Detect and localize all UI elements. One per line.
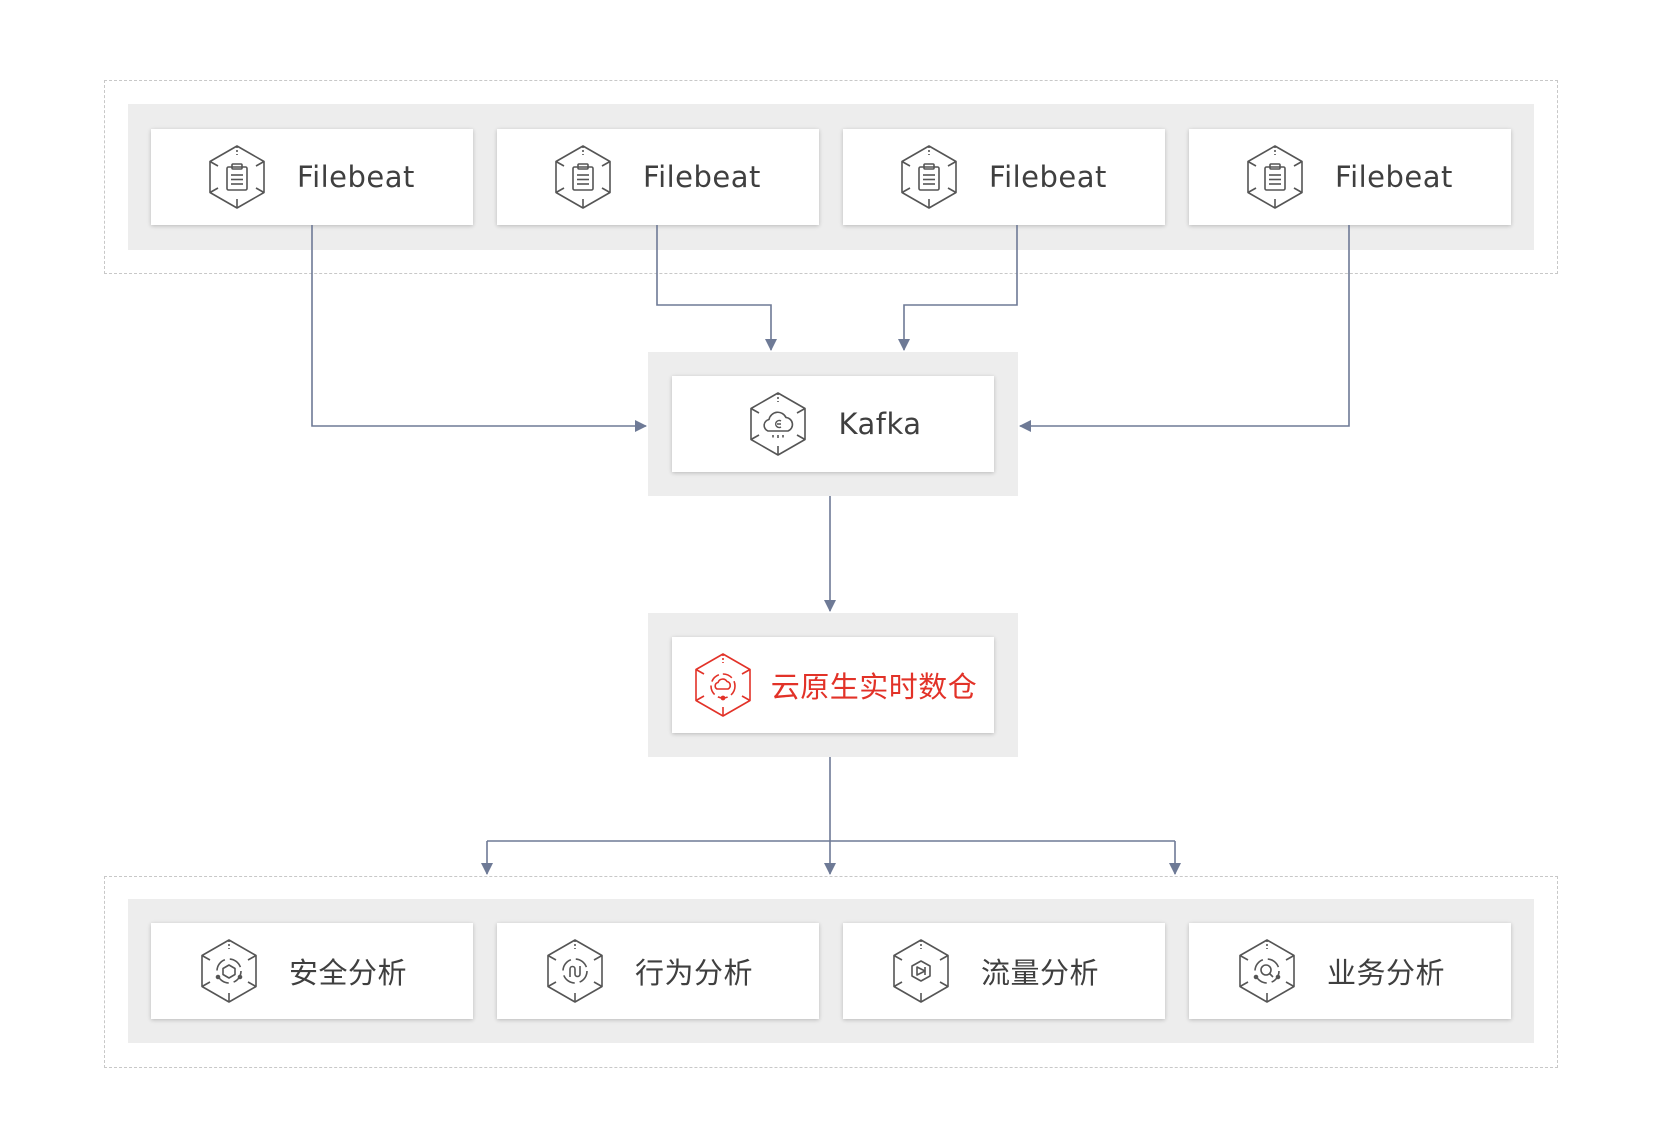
filebeat-node-1: Filebeat xyxy=(151,129,473,225)
flow-arrow xyxy=(898,225,1018,351)
filebeat-label: Filebeat xyxy=(297,160,415,194)
filebeat-label: Filebeat xyxy=(989,160,1107,194)
warehouse-label: 云原生实时数仓 xyxy=(770,670,978,704)
analysis-label: 流量分析 xyxy=(981,956,1100,990)
kafka-node: Kafka xyxy=(672,376,994,472)
analysis-node-traffic: 流量分析 xyxy=(843,923,1165,1019)
analysis-node-security: 安全分析 xyxy=(151,923,473,1019)
sources-group xyxy=(104,80,1558,274)
analysis-label: 安全分析 xyxy=(289,956,408,990)
flow-arrow xyxy=(656,225,777,351)
filebeat-label: Filebeat xyxy=(643,160,761,194)
analysis-label: 行为分析 xyxy=(635,956,754,990)
analysis-node-behavior: 行为分析 xyxy=(497,923,819,1019)
analysis-node-business: 业务分析 xyxy=(1189,923,1511,1019)
filebeat-label: Filebeat xyxy=(1335,160,1453,194)
filebeat-node-4: Filebeat xyxy=(1189,129,1511,225)
analytics-group xyxy=(104,876,1558,1068)
filebeat-node-2: Filebeat xyxy=(497,129,819,225)
analysis-label: 业务分析 xyxy=(1327,956,1446,990)
kafka-label: Kafka xyxy=(838,407,922,441)
flow-arrow xyxy=(311,225,647,432)
filebeat-node-3: Filebeat xyxy=(843,129,1165,225)
flow-arrow xyxy=(1019,225,1350,432)
warehouse-node: 云原生实时数仓 xyxy=(672,637,994,733)
